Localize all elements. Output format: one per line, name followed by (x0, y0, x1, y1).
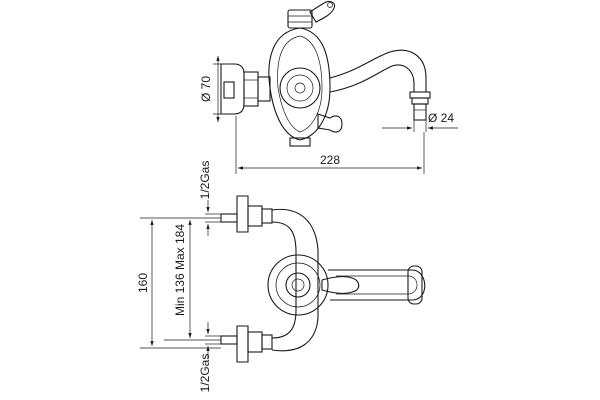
label-height-160: 160 (136, 273, 150, 293)
dimension-thread-bottom: 1/2Gas (198, 322, 221, 392)
dimension-height-160: 160 (136, 220, 221, 349)
label-length-228: 228 (320, 153, 340, 167)
label-diameter-24: Ø 24 (428, 111, 454, 125)
label-diameter-70: Ø 70 (199, 76, 213, 102)
label-range-min-max: Min 136 Max 184 (173, 224, 187, 316)
label-thread-top: 1/2Gas (198, 161, 212, 200)
front-view (220, 195, 426, 363)
label-thread-bottom: 1/2Gas (198, 354, 212, 393)
side-view (220, 0, 431, 147)
dimension-diameter-70: Ø 70 (199, 56, 232, 122)
dimension-diameter-24: Ø 24 (382, 111, 458, 132)
dimension-range-min-max: Min 136 Max 184 (140, 217, 221, 341)
dimension-length-228: 228 (235, 116, 425, 174)
dimension-thread-top: 1/2Gas (198, 161, 221, 236)
